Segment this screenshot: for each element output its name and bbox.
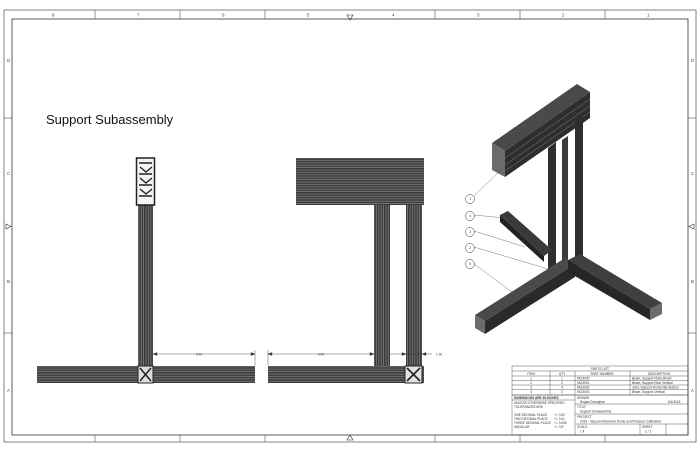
parts-list-cell: 4	[561, 385, 563, 389]
zone-letter: A	[691, 388, 694, 393]
side-dimension-left	[267, 350, 375, 366]
isometric-view	[475, 84, 662, 334]
balloon-label: 2	[469, 246, 471, 250]
zone-num: 3	[477, 13, 480, 18]
balloon-leaders	[473, 167, 549, 293]
side-dimension-left-value: 0.00	[318, 353, 324, 357]
zone-letter: B	[7, 279, 10, 284]
zone-letter: D	[7, 58, 11, 63]
tol-value: +/- 0.5°	[554, 425, 565, 429]
title-block-tol-1: UNLESS OTHERWISE SPECIFIED	[514, 401, 565, 405]
zone-num: 4	[392, 13, 395, 18]
project-label: PROJECT	[577, 415, 592, 419]
side-dimension-right	[390, 352, 432, 356]
zone-letter: C	[7, 171, 11, 176]
outer-border	[3, 9, 697, 443]
zone-letter: C	[691, 171, 695, 176]
title-block-dims: DIMENSIONS ARE IN INCHES	[514, 396, 559, 400]
scale-label: SCALE	[577, 425, 587, 429]
parts-list-cell: 1	[561, 376, 563, 380]
parts-list-col-qty: QTY	[559, 372, 566, 376]
title-block-grid	[511, 394, 689, 436]
front-view	[37, 157, 255, 384]
tol-label: THREE DECIMAL PLACE	[514, 421, 551, 425]
parts-list-cell: 1	[530, 376, 532, 380]
balloon-label: 1	[469, 197, 471, 201]
balloon-label: 5	[469, 262, 471, 266]
project-value: 2018 - Vacuum Reservoir Dome and Pressur…	[580, 420, 661, 424]
tol-label: ANGULAR	[514, 425, 530, 429]
side-view	[268, 158, 424, 384]
zone-ticks	[4, 10, 696, 442]
title-value: Support Subassembly	[580, 410, 612, 414]
zone-num: 2	[562, 13, 565, 18]
title-label: TITLE	[577, 405, 586, 409]
zone-num: 6	[222, 13, 225, 18]
zone-num: 5	[307, 13, 310, 18]
parts-list-cell: 9423001	[577, 381, 590, 385]
drawn-label: DRAWN	[577, 396, 590, 400]
parts-list-grid	[511, 365, 689, 396]
balloons	[465, 194, 475, 269]
parts-list-col-part: PART NUMBER	[591, 372, 615, 376]
drawn-by: Rogan Donoghue	[580, 400, 605, 404]
tol-value: +/- 0.02	[554, 413, 565, 417]
sheet-value: 1 / 1	[645, 430, 651, 434]
parts-list-col-desc: DESCRIPTION	[648, 372, 670, 376]
parts-list-cell: Beam, Support-Rear Vertical	[632, 381, 673, 385]
sheet-label: SHEET	[642, 425, 653, 429]
center-marks	[5, 14, 695, 441]
zone-letter: D	[691, 58, 695, 63]
zone-letter: B	[691, 279, 694, 284]
parts-list-cell: Beam, Support-Vertical	[632, 390, 665, 394]
parts-list-col-item: ITEM	[527, 372, 535, 376]
balloon-label: 4	[469, 214, 471, 218]
tol-label: ONE DECIMAL PLACE	[514, 413, 547, 417]
parts-list-cell: Joint, Support-Horizontal Section	[632, 385, 679, 389]
tol-value: +/- 0.01	[554, 417, 565, 421]
parts-list-cell: 2	[561, 381, 563, 385]
drawing-title: Support Subassembly	[46, 112, 174, 127]
drawn-date: 6/1/2018	[668, 400, 681, 404]
parts-list-cell: 9423002	[577, 385, 590, 389]
parts-list-cell: 2	[561, 390, 563, 394]
parts-list-cell: 2	[530, 381, 532, 385]
parts-list-cell: 9423003	[577, 390, 590, 394]
tol-value: +/- 0.005	[554, 421, 567, 425]
zone-letter: A	[7, 388, 10, 393]
parts-list-cell: 4	[530, 390, 532, 394]
front-dimension-value: 0.00	[196, 353, 202, 357]
parts-list-cell: 3	[530, 385, 532, 389]
title-block-tol-2: TOLERANCES ARE	[514, 405, 543, 409]
scale-value: 1:4	[580, 430, 585, 434]
zone-num: 7	[137, 13, 140, 18]
front-dimension	[152, 350, 256, 366]
balloon-label: 3	[469, 230, 471, 234]
side-dimension-right-value: 1.00	[436, 353, 442, 357]
tol-label: TWO DECIMAL PLACE	[514, 417, 548, 421]
parts-list-cell: 9423000	[577, 376, 590, 380]
parts-list-heading: PARTS LIST	[591, 367, 609, 371]
parts-list-cell: Beam, Support-Plate Mount	[632, 376, 671, 380]
zone-num: 1	[647, 13, 650, 18]
zone-num: 8	[52, 13, 55, 18]
